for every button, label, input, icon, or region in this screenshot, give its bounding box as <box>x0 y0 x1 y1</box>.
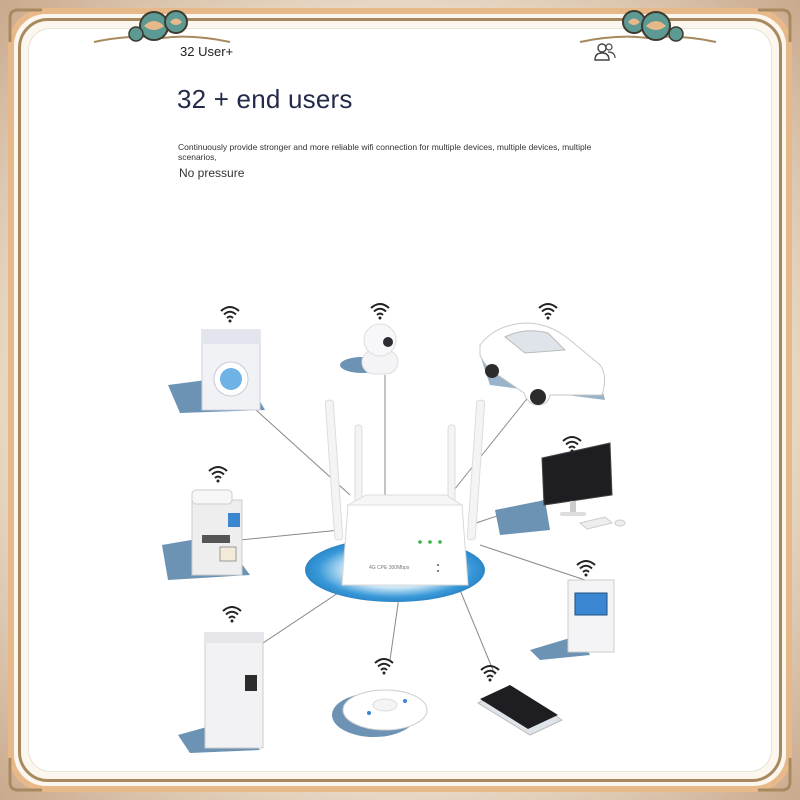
wifi-icon <box>538 303 558 320</box>
wifi-icon <box>370 303 390 320</box>
coffee-machine <box>162 466 250 580</box>
page-title: 32 + end users <box>177 84 353 114</box>
corner-ornament-icon <box>8 8 42 42</box>
wifi-icon <box>222 606 242 623</box>
subline-text: No pressure <box>179 166 245 180</box>
desktop-computer <box>495 436 626 535</box>
wifi-icon <box>220 306 240 323</box>
wifi-icon <box>480 665 500 682</box>
washing-machine <box>168 306 265 413</box>
network-diagram: 4G CPE 300Mbps <box>162 303 626 753</box>
wifi-icon <box>576 560 596 577</box>
cloud-ornament-right-icon <box>579 10 717 43</box>
router-label: 4G CPE 300Mbps <box>369 565 410 571</box>
corner-ornament-icon <box>758 758 792 792</box>
content-panel <box>28 28 772 772</box>
security-camera <box>340 303 399 375</box>
router: 4G CPE 300Mbps <box>324 399 486 586</box>
wifi-icon <box>562 436 582 453</box>
robot-vacuum <box>332 658 428 737</box>
corner-ornament-icon <box>8 758 42 792</box>
top-label: 32 User+ <box>180 44 234 59</box>
wifi-icon <box>208 466 228 483</box>
description-text: Continuously provide stronger and more r… <box>178 142 592 162</box>
car <box>479 303 606 406</box>
wall-thermostat <box>530 560 615 660</box>
smartphone <box>476 665 564 736</box>
refrigerator <box>178 606 264 753</box>
cloud-ornament-left-icon <box>93 10 231 43</box>
network-illustration: 4G CPE 300Mbps <box>150 295 630 755</box>
users-icon <box>594 43 616 61</box>
corner-ornament-icon <box>758 8 792 42</box>
decorative-frame-inner <box>18 18 782 782</box>
wifi-icon <box>374 658 394 675</box>
